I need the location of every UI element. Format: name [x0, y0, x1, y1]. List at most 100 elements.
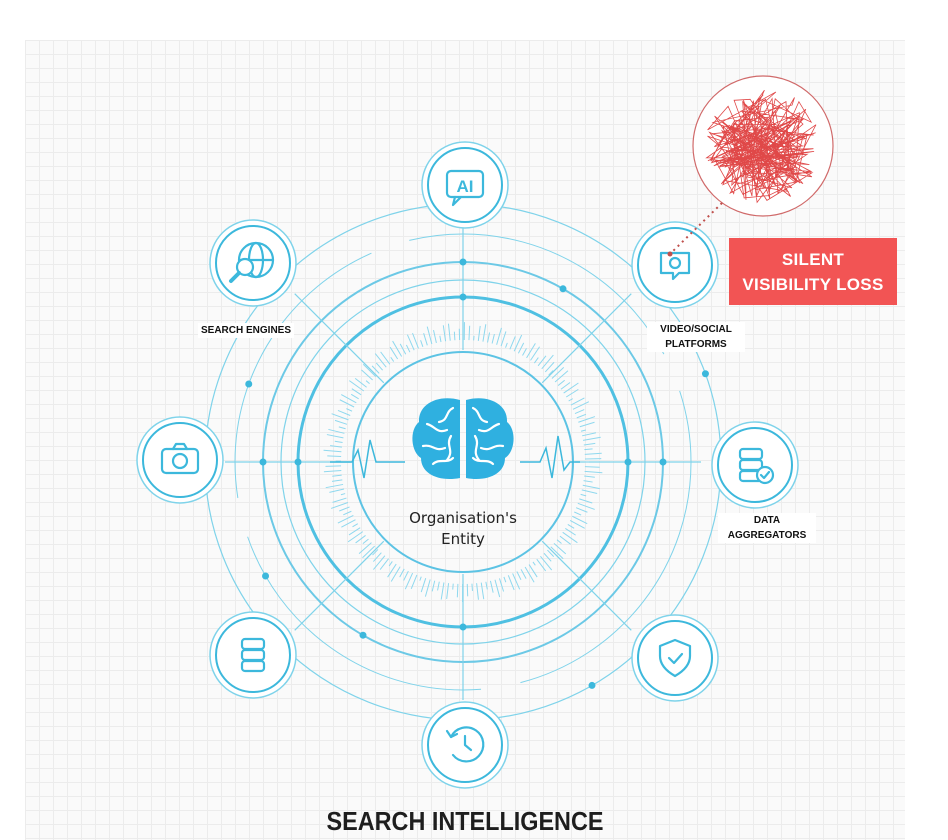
tick [512, 573, 521, 590]
tick [582, 432, 597, 437]
tick [351, 388, 362, 396]
tick [582, 436, 601, 441]
tick [371, 365, 380, 374]
center-label-line2: Entity [441, 530, 485, 548]
tick [550, 546, 564, 560]
tick [440, 582, 445, 600]
page-title: SEARCH INTELLIGENCE [326, 806, 604, 836]
tick [447, 323, 451, 341]
tick [423, 333, 428, 346]
tick [334, 419, 348, 425]
tick [349, 380, 365, 392]
tick [410, 574, 418, 589]
tick [399, 568, 405, 578]
tick [406, 334, 415, 351]
tick [496, 327, 502, 345]
tick [332, 474, 342, 477]
tick [557, 379, 565, 386]
tick [544, 361, 555, 373]
tick [547, 549, 555, 557]
data-aggregators-icon [738, 447, 775, 485]
alert-line1: SILENT [781, 249, 845, 269]
tick [373, 555, 386, 570]
shield-node[interactable] [631, 614, 719, 702]
node-dot [624, 458, 632, 466]
tick [548, 370, 554, 376]
tick [328, 428, 345, 434]
tick [565, 388, 579, 398]
tick [491, 333, 495, 344]
tick [433, 329, 437, 344]
tick [399, 343, 407, 355]
node-dot [259, 458, 267, 466]
tick [575, 507, 588, 513]
tick [559, 535, 571, 545]
video-social-node[interactable] [631, 221, 719, 309]
tick [341, 394, 357, 404]
tick [337, 409, 351, 416]
tick [420, 340, 424, 347]
tick [390, 356, 395, 362]
tick [563, 382, 579, 394]
tick [347, 531, 364, 543]
clock-node[interactable] [421, 701, 509, 789]
connector-dots [236, 258, 709, 689]
tick [541, 354, 554, 370]
tick [372, 552, 382, 562]
tick [446, 583, 450, 600]
tick [503, 576, 507, 583]
tick [562, 531, 578, 544]
tick [480, 582, 485, 600]
node-dot [459, 293, 467, 301]
svg-text:AI: AI [457, 177, 474, 196]
tick [362, 545, 375, 559]
video-social-icon [659, 251, 691, 281]
tick [522, 348, 527, 356]
tick [540, 555, 553, 571]
spoke-line [294, 540, 385, 631]
tick [584, 470, 603, 474]
node-dot [262, 572, 270, 580]
center-label-line1: Organisation's [409, 509, 517, 527]
tick [330, 445, 342, 448]
tick [352, 523, 359, 528]
tick [343, 510, 352, 516]
tick [426, 326, 433, 345]
tick [489, 580, 494, 593]
database-node[interactable] [209, 611, 297, 699]
brain-icon [412, 398, 514, 480]
tick [354, 377, 367, 388]
tick [339, 506, 350, 512]
data-aggregators-node[interactable] [711, 421, 799, 509]
tick [331, 479, 343, 482]
search-engines-node[interactable] [209, 219, 297, 307]
tick [528, 564, 538, 578]
node-dot [459, 258, 467, 266]
silent-visibility-loss-badge: SILENT VISIBILITY LOSS [729, 238, 897, 305]
tick [580, 429, 587, 432]
tick [526, 343, 536, 359]
node-dot [659, 458, 667, 466]
tick [505, 342, 508, 348]
node-dot [359, 631, 367, 639]
tick [350, 393, 359, 400]
tick [437, 581, 440, 591]
spoke-line [294, 293, 385, 384]
camera-node[interactable] [136, 416, 224, 504]
tick [332, 497, 347, 503]
search-engines-label: SEARCH ENGINES [198, 323, 295, 338]
ai-icon: AI [445, 169, 485, 207]
tick [509, 336, 516, 350]
ai-node[interactable]: AI [421, 141, 509, 229]
tick [551, 367, 565, 379]
tick [580, 493, 587, 497]
tick [431, 580, 436, 592]
tick [362, 363, 377, 377]
tick [456, 583, 459, 598]
tick [584, 452, 602, 455]
tick [372, 549, 379, 556]
tick [533, 357, 539, 364]
node-dot [559, 285, 567, 293]
data-aggregators-line2: AGGREGATORS [727, 530, 807, 541]
tick [339, 399, 355, 408]
